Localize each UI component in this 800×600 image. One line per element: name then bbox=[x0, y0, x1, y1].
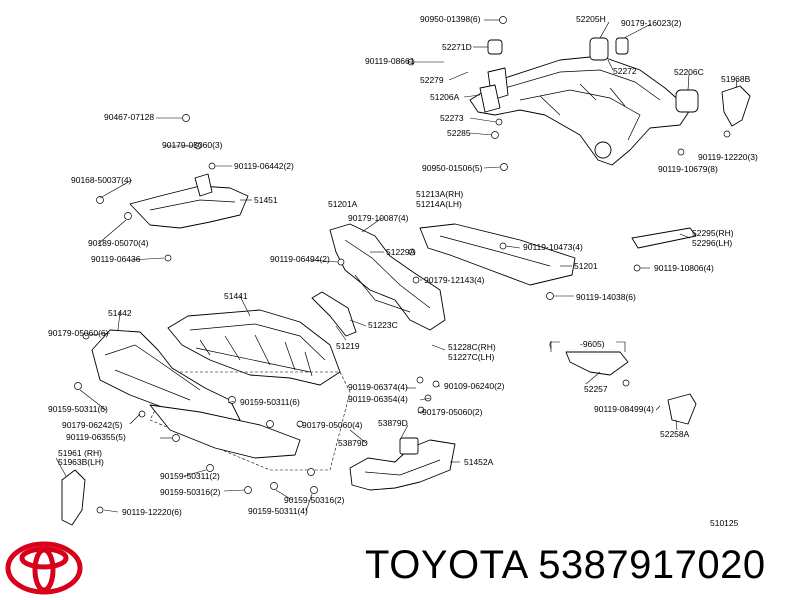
brand-title: TOYOTA 5387917020 bbox=[365, 543, 766, 588]
brace-51219 bbox=[311, 291, 357, 337]
part-label: 51219 bbox=[336, 341, 360, 351]
cover-51452a bbox=[349, 437, 456, 491]
part-label: 51223C bbox=[368, 320, 398, 330]
part-label: 52206C bbox=[674, 67, 704, 77]
part-label: 52273 bbox=[440, 113, 464, 123]
part-label: 51451 bbox=[254, 195, 278, 205]
part-label: 51214A(LH) bbox=[416, 199, 462, 209]
part-label: 51452A bbox=[464, 457, 494, 467]
part-label: 90119-08661 bbox=[365, 56, 415, 66]
rear-crossmember bbox=[469, 37, 699, 166]
logo-rings bbox=[5, 541, 83, 595]
part-label: 51201 bbox=[574, 261, 598, 271]
part-label: 51441 bbox=[224, 291, 248, 301]
part-label: 90159-50316(2) bbox=[160, 487, 221, 497]
part-label: 90179-06242(5) bbox=[62, 420, 123, 430]
part-label: 90119-06354(4) bbox=[348, 394, 408, 404]
part-label: 90119-06436 bbox=[91, 254, 141, 264]
part-label: 52285 bbox=[447, 128, 471, 138]
leader-lines bbox=[55, 19, 738, 513]
part-label: 51228C(RH) bbox=[448, 342, 496, 352]
part-label: 52296(LH) bbox=[692, 238, 732, 248]
part-label: 90179-05060(6) bbox=[48, 328, 109, 338]
bracket-52258a bbox=[667, 393, 697, 425]
part-label: 90467-07128 bbox=[104, 112, 154, 122]
bracket-52295 bbox=[631, 227, 697, 249]
toyota-logo-icon bbox=[5, 541, 83, 595]
part-label: 51968B bbox=[721, 74, 751, 84]
part-label: 90119-06355(5) bbox=[66, 432, 126, 442]
fastener-group bbox=[74, 16, 731, 514]
part-label: 90119-10473(4) bbox=[523, 242, 583, 252]
part-label: 90119-12220(6) bbox=[122, 507, 182, 517]
diagram-code: 510125 bbox=[710, 518, 739, 528]
part-number: 5387917020 bbox=[538, 543, 766, 587]
part-label: 52271D bbox=[442, 42, 472, 52]
part-label: 90168-50037(4) bbox=[71, 175, 132, 185]
part-label: 90179-05060(2) bbox=[422, 407, 483, 417]
part-label: 51201A bbox=[328, 199, 358, 209]
part-label: 90159-50311(2) bbox=[160, 471, 220, 481]
part-label: 52295(RH) bbox=[692, 228, 734, 238]
part-label: 90119-10806(4) bbox=[654, 263, 714, 273]
part-label: 90119-14038(6) bbox=[576, 292, 636, 302]
part-label: 90119-08499(4) bbox=[594, 404, 654, 414]
part-label: 53879D bbox=[378, 418, 408, 428]
part-label: 51206A bbox=[430, 92, 460, 102]
part-label: 53879D bbox=[338, 438, 368, 448]
lower-cover bbox=[149, 404, 301, 459]
brand-name: TOYOTA bbox=[365, 543, 527, 587]
date-range-label: -9605) bbox=[580, 339, 605, 349]
part-label: 51961 (RH) bbox=[58, 448, 102, 458]
part-label: 90179-05060(3) bbox=[162, 140, 223, 150]
bracket-51968b bbox=[721, 85, 751, 127]
part-label: 90179-12143(4) bbox=[424, 275, 485, 285]
part-label: 52272 bbox=[613, 66, 637, 76]
part-label: 51963B(LH) bbox=[58, 457, 104, 467]
part-label: 51213A(RH) bbox=[416, 189, 463, 199]
part-label: 90179-16023(2) bbox=[621, 18, 682, 28]
under-cover-51441 bbox=[167, 309, 341, 386]
part-label: 52257 bbox=[584, 384, 608, 394]
part-label: 90119-12220(3) bbox=[698, 152, 758, 162]
part-label: 90189-05070(4) bbox=[88, 238, 149, 248]
part-label: 90950-01398(6) bbox=[420, 14, 481, 24]
front-crossmember bbox=[329, 223, 576, 331]
assembly-guide-outline bbox=[149, 371, 351, 471]
part-label: 90119-06494(2) bbox=[270, 254, 330, 264]
date-range-bracket bbox=[550, 341, 626, 352]
part-label: 52205H bbox=[576, 14, 606, 24]
part-label: 90159-50311(6) bbox=[48, 404, 108, 414]
bracket-52257 bbox=[565, 351, 629, 376]
bracket-open: ( bbox=[549, 339, 552, 349]
part-label: 51442 bbox=[108, 308, 132, 318]
part-label: 90159-50311(6) bbox=[240, 397, 300, 407]
part-label: 52258A bbox=[660, 429, 690, 439]
part-label: 90119-10679(8) bbox=[658, 164, 718, 174]
part-label: 90179-05060(4) bbox=[302, 420, 363, 430]
bracket-51961 bbox=[61, 469, 86, 526]
part-label: 90119-06442(2) bbox=[234, 161, 294, 171]
part-label: 51227C(LH) bbox=[448, 352, 494, 362]
part-label: 51229A bbox=[386, 247, 416, 257]
part-label: 90159-50316(2) bbox=[284, 495, 345, 505]
part-label: 90950-01506(5) bbox=[422, 163, 483, 173]
part-label: 90119-06374(4) bbox=[348, 382, 408, 392]
cover-51451 bbox=[129, 173, 249, 229]
part-label-layer: 90950-01398(6) 52205H 90179-16023(2) 52271D… bbox=[48, 14, 758, 517]
part-label: 90109-06240(2) bbox=[444, 381, 505, 391]
part-label: 90159-50311(4) bbox=[248, 506, 308, 516]
part-label: 52279 bbox=[420, 75, 444, 85]
part-label: 90179-10087(4) bbox=[348, 213, 409, 223]
